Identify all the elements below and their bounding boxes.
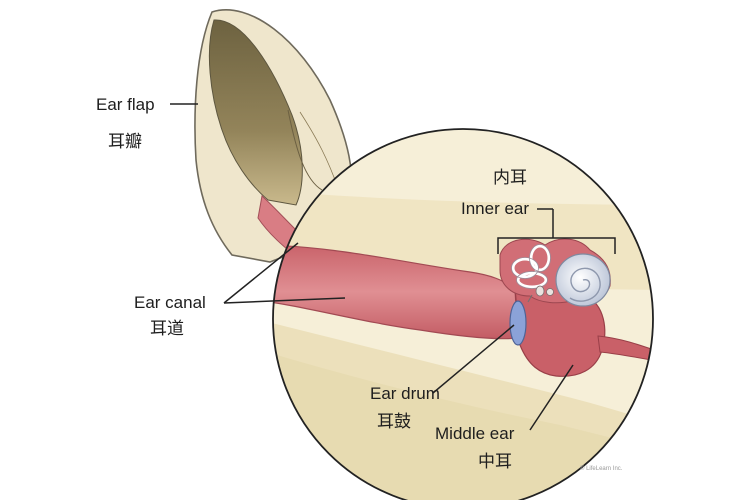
ear-drum-label-zh: 耳鼓	[377, 412, 411, 432]
cochlea	[555, 253, 611, 307]
ear-flap-inner	[208, 19, 303, 206]
ear-flap-label: Ear flap	[96, 95, 155, 114]
ear-drum-label: Ear drum	[370, 384, 440, 403]
ear-flap-label-zh: 耳瓣	[108, 132, 142, 152]
eardrum	[509, 300, 527, 346]
inner-ear-label-zh: 内耳	[493, 168, 527, 188]
inner-ear-label: Inner ear	[461, 199, 530, 218]
leader-lines	[170, 103, 616, 431]
middle-ear-label-zh: 中耳	[478, 452, 512, 472]
credit-text: © LifeLearn Inc.	[580, 466, 623, 472]
ossicles	[527, 285, 554, 303]
middle-ear-label: Middle ear	[435, 424, 515, 443]
ear-canal-label: Ear canal	[134, 293, 206, 312]
ear-canal-label-zh: 耳道	[150, 319, 184, 339]
semicircular-canals	[511, 244, 551, 289]
